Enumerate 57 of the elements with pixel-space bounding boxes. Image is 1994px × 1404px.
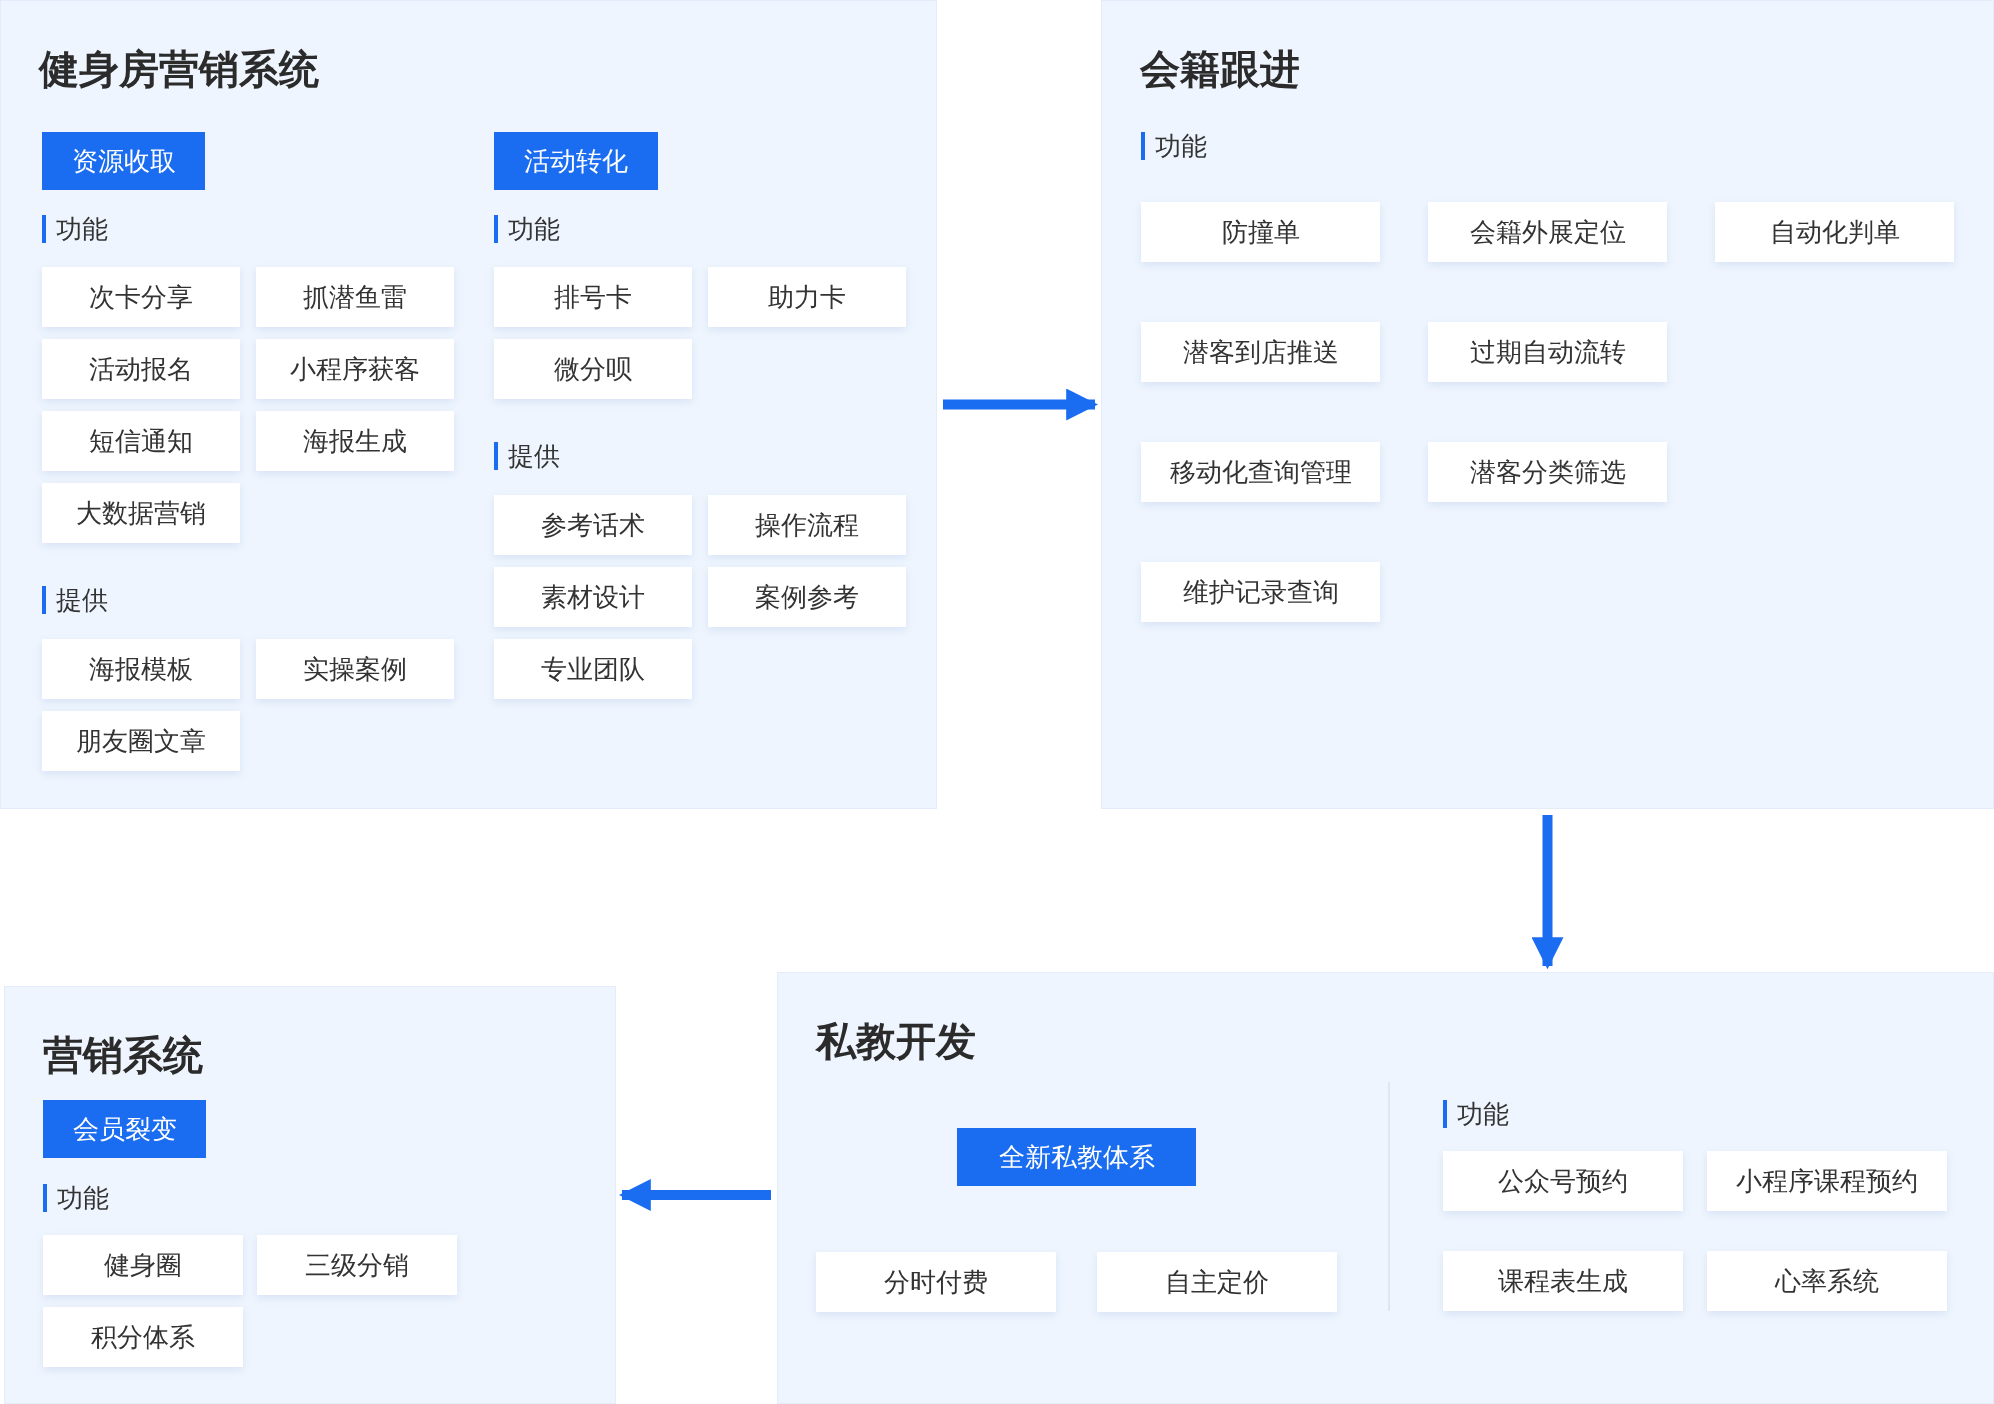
panel-title: 健身房营销系统 — [39, 45, 319, 93]
feature-box: 实操案例 — [256, 639, 454, 699]
feature-box: 微分呗 — [494, 339, 692, 399]
panel-title: 营销系统 — [43, 1031, 203, 1079]
category-tag: 活动转化 — [494, 132, 658, 190]
feature-box: 活动报名 — [42, 339, 240, 399]
feature-box: 案例参考 — [708, 567, 906, 627]
feature-box: 参考话术 — [494, 495, 692, 555]
feature-box: 分时付费 — [816, 1252, 1056, 1312]
feature-box: 小程序获客 — [256, 339, 454, 399]
feature-box: 操作流程 — [708, 495, 906, 555]
feature-box: 潜客到店推送 — [1141, 322, 1380, 382]
feature-box: 排号卡 — [494, 267, 692, 327]
panel — [0, 0, 937, 809]
feature-box: 海报生成 — [256, 411, 454, 471]
feature-box: 移动化查询管理 — [1141, 442, 1380, 502]
section-heading: 功能 — [1443, 1100, 1509, 1128]
feature-box: 素材设计 — [494, 567, 692, 627]
arrow — [1531, 815, 1564, 970]
feature-box: 助力卡 — [708, 267, 906, 327]
feature-box: 公众号预约 — [1443, 1151, 1683, 1211]
feature-box: 会籍外展定位 — [1428, 202, 1667, 262]
feature-box: 朋友圈文章 — [42, 711, 240, 771]
section-heading: 功能 — [1141, 132, 1207, 160]
feature-box: 维护记录查询 — [1141, 562, 1380, 622]
feature-box: 过期自动流转 — [1428, 322, 1667, 382]
feature-box: 潜客分类筛选 — [1428, 442, 1667, 502]
section-heading: 提供 — [42, 586, 108, 614]
section-heading: 功能 — [42, 215, 108, 243]
section-heading: 功能 — [43, 1184, 109, 1212]
feature-box: 专业团队 — [494, 639, 692, 699]
feature-box: 防撞单 — [1141, 202, 1380, 262]
section-heading: 提供 — [494, 442, 560, 470]
feature-box: 心率系统 — [1707, 1251, 1947, 1311]
section-heading: 功能 — [494, 215, 560, 243]
category-tag: 全新私教体系 — [957, 1128, 1196, 1186]
feature-box: 短信通知 — [42, 411, 240, 471]
feature-box: 大数据营销 — [42, 483, 240, 543]
feature-box: 抓潜鱼雷 — [256, 267, 454, 327]
arrow — [943, 388, 1099, 421]
feature-box: 海报模板 — [42, 639, 240, 699]
panel — [777, 972, 1994, 1404]
feature-box: 健身圈 — [43, 1235, 243, 1295]
panel — [4, 986, 616, 1404]
feature-box: 小程序课程预约 — [1707, 1151, 1947, 1211]
panel — [1101, 0, 1994, 809]
feature-box: 自主定价 — [1097, 1252, 1337, 1312]
panel-title: 私教开发 — [816, 1017, 976, 1065]
feature-box: 次卡分享 — [42, 267, 240, 327]
feature-box: 自动化判单 — [1715, 202, 1954, 262]
category-tag: 资源收取 — [42, 132, 205, 190]
feature-box: 课程表生成 — [1443, 1251, 1683, 1311]
panel-title: 会籍跟进 — [1140, 45, 1300, 93]
category-tag: 会员裂变 — [43, 1100, 206, 1158]
feature-box: 三级分销 — [257, 1235, 457, 1295]
feature-box: 积分体系 — [43, 1307, 243, 1367]
arrow — [618, 1179, 771, 1211]
